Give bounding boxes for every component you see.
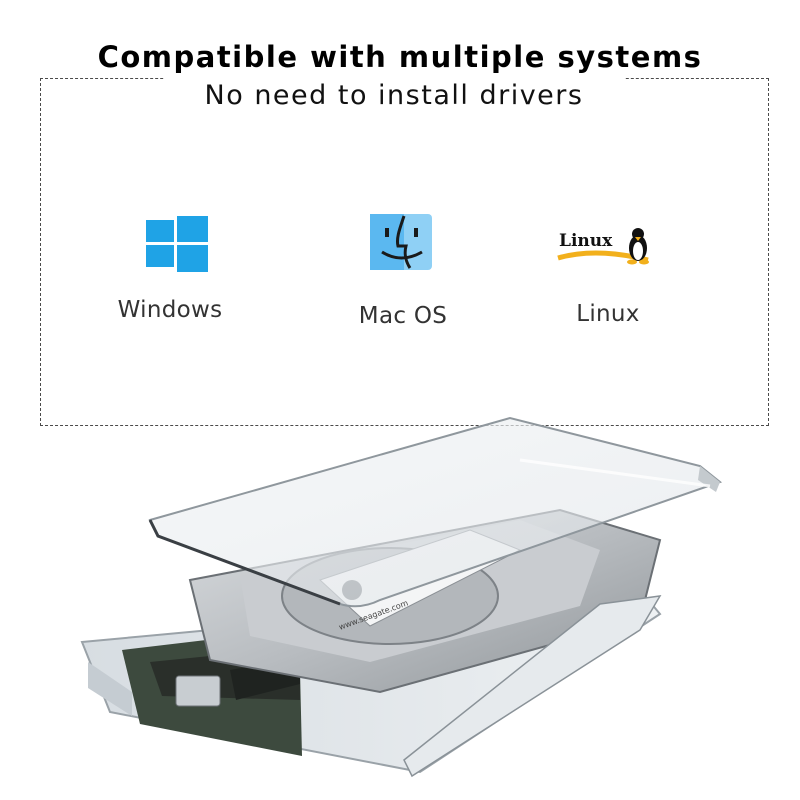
- windows-logo-icon: [146, 216, 208, 272]
- svg-text:Linux: Linux: [559, 231, 613, 251]
- os-label-windows: Windows: [117, 297, 223, 323]
- os-label-linux: Linux: [576, 301, 640, 327]
- hard-drive-enclosure-image: www.seagate.com: [80, 416, 723, 778]
- page-subtitle: No need to install drivers: [204, 80, 584, 111]
- finder-logo-icon: [370, 214, 432, 270]
- page-title: Compatible with multiple systems: [97, 40, 703, 74]
- linux-tux-logo-icon: Linux: [557, 228, 649, 265]
- os-label-macos: Mac OS: [358, 303, 448, 329]
- subtitle-backdrop: [165, 70, 625, 102]
